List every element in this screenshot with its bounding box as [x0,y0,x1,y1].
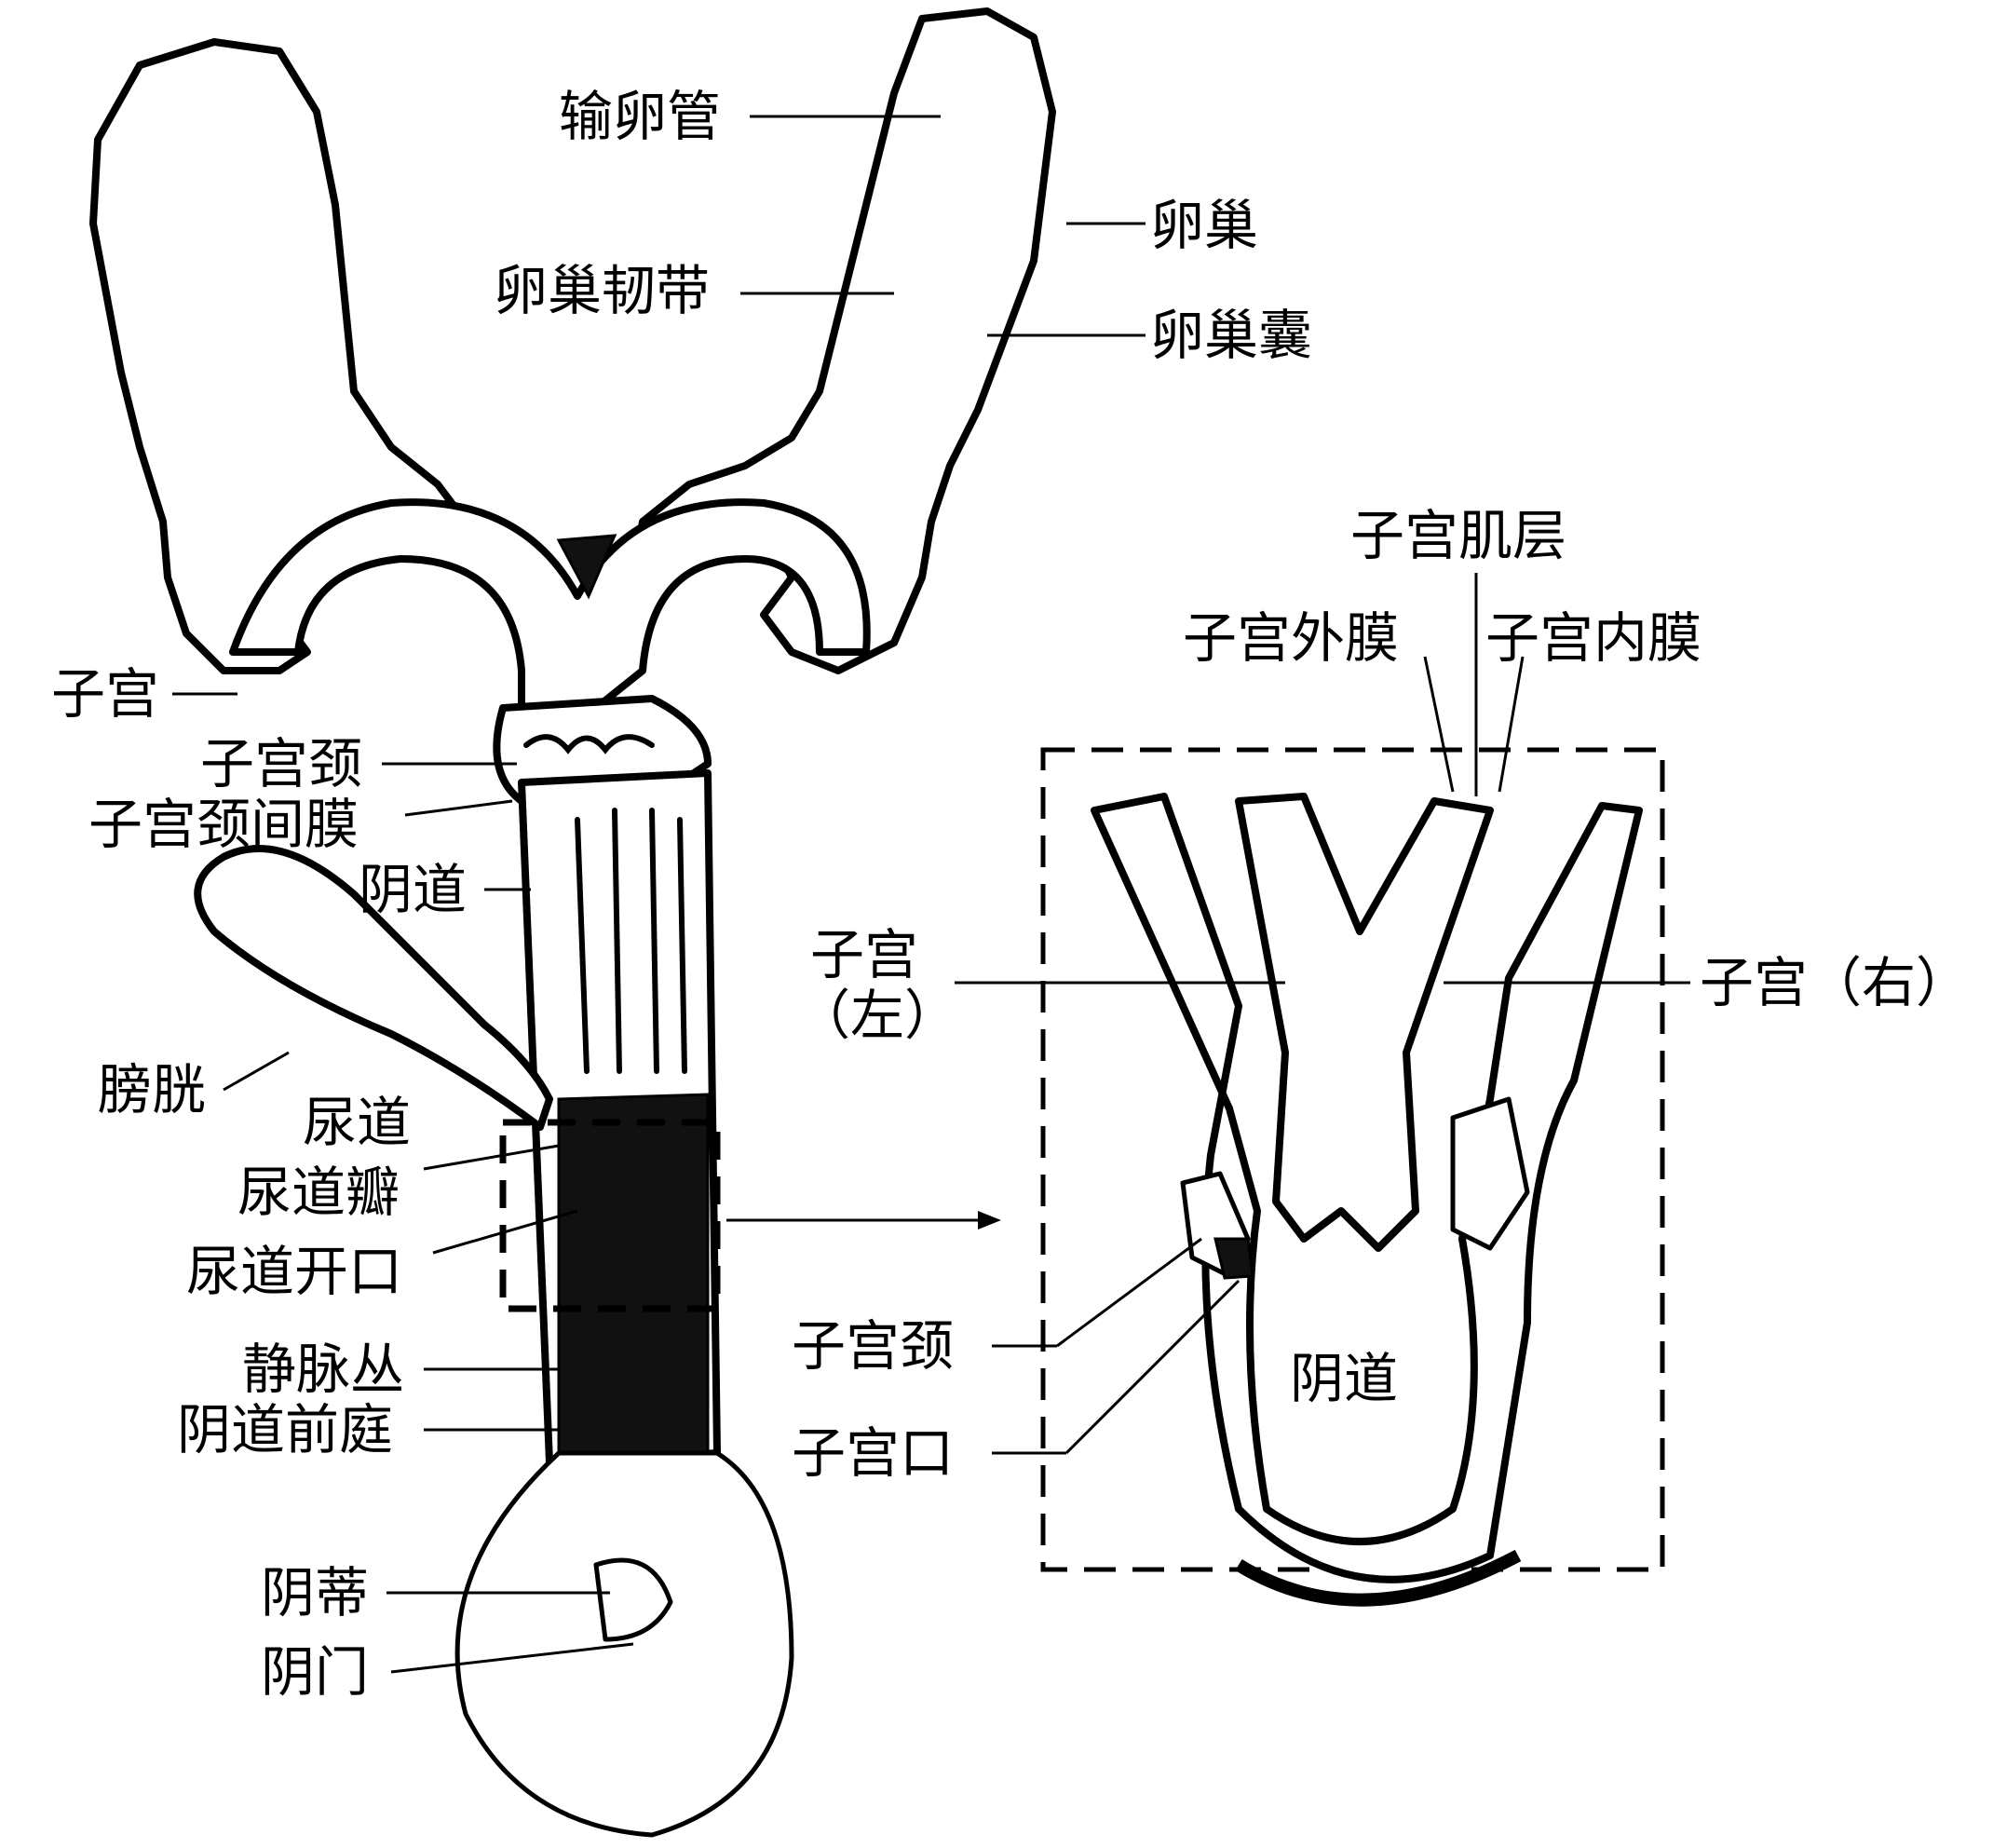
clitoris-mark [593,1557,673,1642]
label-uterus-left-line2: （左） [796,984,958,1047]
inset-cervix-dark [1213,1237,1254,1280]
label-clitoris: 阴蒂 [261,1561,369,1624]
label-uterus-right: 子宫（右） [1700,951,1970,1014]
label-endometrium: 子宫内膜 [1485,606,1702,670]
label-uterus: 子宫 [51,662,159,726]
bladder-organ [194,845,553,1131]
leader-lines [172,115,1690,1674]
detail-region-box [499,1119,721,1312]
label-vagina: 阴道 [359,858,467,921]
detail-arrow-head [978,1211,1001,1230]
inset-cervix-right [1450,1096,1530,1251]
label-urethra: 尿道 [303,1091,411,1154]
label-oviduct: 输卵管 [559,85,721,148]
label-venous-plexus: 静脉丛 [242,1338,404,1401]
inset-bottom-arc [1235,1549,1522,1607]
label-ovary: 卵巢 [1150,194,1258,257]
labels: 输卵管 卵巢 卵巢韧带 卵巢囊 子宫 子宫颈 子宫颈间膜 阴道 膀胱 尿道 尿道… [51,85,1970,1704]
vagina-folds [575,808,687,1074]
label-cervix: 子宫颈 [200,732,362,795]
label-urethral-valve: 尿道瓣 [237,1161,400,1224]
label-uterus-left-line1: 子宫 [810,923,918,986]
inset-uterus-y [1235,793,1494,1252]
label-inset-cervix: 子宫颈 [792,1314,954,1378]
vagina-dark-band [557,1093,710,1460]
uterine-bifurcation [556,534,617,600]
label-ovarian-bursa: 卵巢囊 [1150,304,1312,367]
label-vestibule: 阴道前庭 [177,1398,393,1461]
label-vulva: 阴门 [261,1640,369,1704]
cervix-folds [523,734,655,754]
label-urethral-opening: 尿道开口 [186,1240,402,1303]
uterine-arches [229,498,871,712]
inset-outer-wall [1091,793,1643,1583]
label-inset-vagina: 阴道 [1290,1347,1398,1410]
label-perimetrium: 子宫外膜 [1183,606,1399,670]
inset-section [1040,747,1665,1607]
label-bladder: 膀胱 [98,1058,206,1121]
label-cervical-os: 子宫口 [792,1421,954,1485]
label-cervical-septum: 子宫颈间膜 [88,793,359,856]
label-myometrium: 子宫肌层 [1350,504,1566,567]
label-ovarian-ligament: 卵巢韧带 [494,259,710,322]
main-specimen [89,7,1056,1838]
